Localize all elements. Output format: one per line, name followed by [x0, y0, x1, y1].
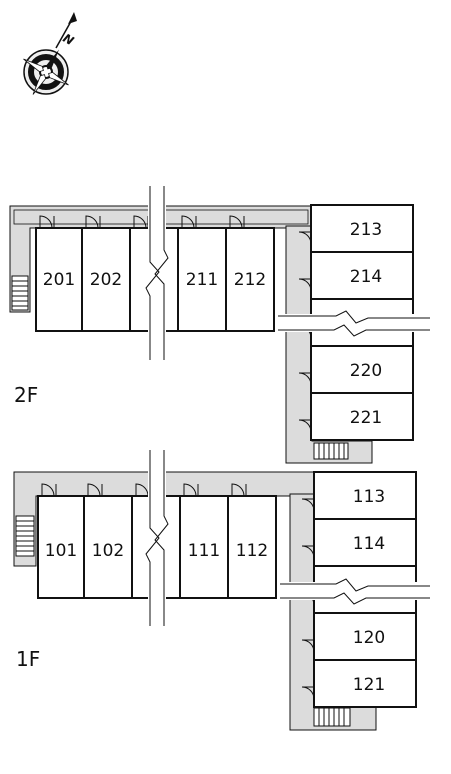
- north-label: N: [61, 31, 77, 48]
- compass-rose-icon: [23, 12, 77, 95]
- stairs-1f-left: [15, 515, 35, 557]
- room-number: 214: [350, 267, 382, 287]
- stairs-2f-bottom: [313, 442, 349, 460]
- room-112: 112: [227, 495, 277, 599]
- room-213: 213: [310, 204, 414, 253]
- break-line-1f-horizontal: [280, 578, 430, 605]
- room-101: 101: [37, 495, 85, 599]
- compass: N: [23, 12, 77, 95]
- floor-label-1f: 1F: [16, 647, 40, 671]
- room-121: 121: [313, 659, 417, 708]
- room-number: 101: [45, 541, 77, 561]
- break-line-2f-vertical: [145, 186, 169, 360]
- room-number: 212: [234, 270, 266, 290]
- room-114: 114: [313, 518, 417, 567]
- room-220: 220: [310, 345, 414, 394]
- room-120: 120: [313, 612, 417, 661]
- room-number: 221: [350, 408, 382, 428]
- room-221: 221: [310, 392, 414, 441]
- room-number: 102: [92, 541, 124, 561]
- door-icons-2f-left: [39, 215, 245, 229]
- room-202: 202: [81, 227, 131, 332]
- room-number: 220: [350, 361, 382, 381]
- floor-1f: 101 102 111 112 113: [13, 450, 430, 731]
- room-number: 120: [353, 628, 385, 648]
- break-line-2f-horizontal: [278, 310, 430, 337]
- room-number: 211: [186, 270, 218, 290]
- room-201: 201: [35, 227, 83, 332]
- room-number: 202: [90, 270, 122, 290]
- room-number: 121: [353, 675, 385, 695]
- break-line-1f-vertical: [145, 450, 169, 626]
- room-number: 113: [353, 487, 385, 507]
- room-113: 113: [313, 471, 417, 520]
- room-number: 201: [43, 270, 75, 290]
- door-icons-2f-right: [298, 231, 312, 433]
- room-number: 112: [236, 541, 268, 561]
- room-number: 213: [350, 220, 382, 240]
- room-211: 211: [177, 227, 227, 332]
- room-212: 212: [225, 227, 275, 332]
- floor-2f: 201 202 211 212 213: [9, 186, 430, 464]
- room-102: 102: [83, 495, 133, 599]
- room-number: 114: [353, 534, 385, 554]
- stairs-1f-bottom: [313, 707, 351, 727]
- stairs-2f-left: [11, 275, 29, 311]
- room-number: 111: [188, 541, 220, 561]
- floor-label-2f: 2F: [14, 383, 38, 407]
- room-111: 111: [179, 495, 229, 599]
- room-214: 214: [310, 251, 414, 300]
